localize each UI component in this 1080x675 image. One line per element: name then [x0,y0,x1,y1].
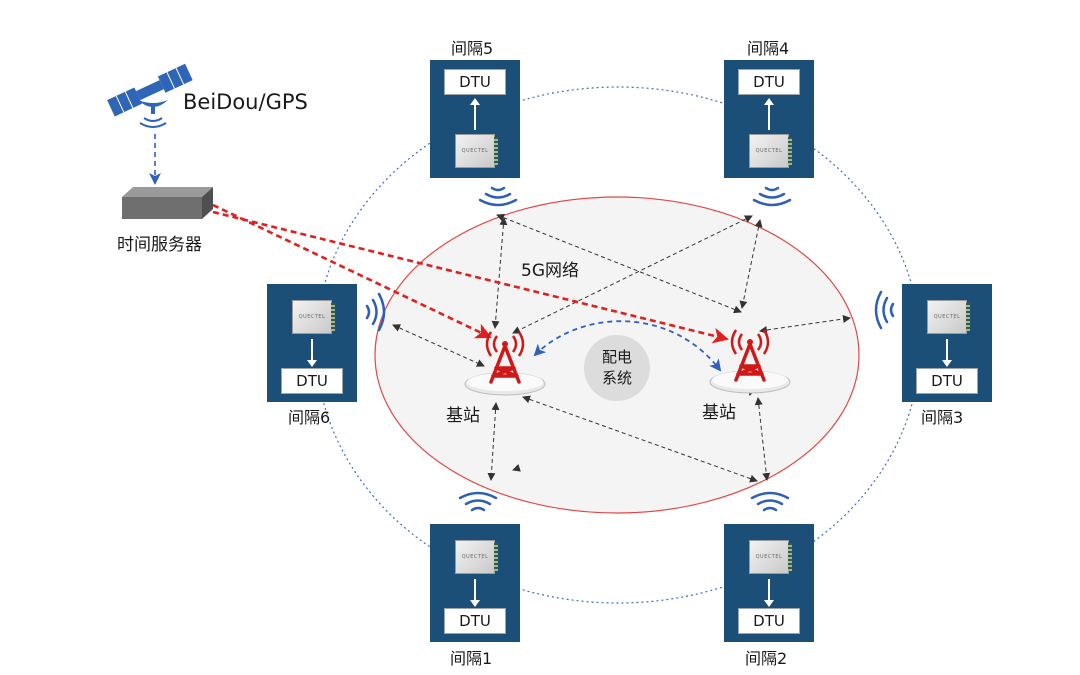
wave-icon [365,292,386,332]
wave-icon [750,491,790,512]
interval-label: 间隔1 [450,649,493,668]
satellite-icon [107,63,193,128]
cell-tower-icon [709,329,791,394]
dtu-box: DTU [281,368,343,394]
interval-label: 间隔3 [921,408,964,427]
satellite-label: BeiDou/GPS [183,90,308,114]
arrow-up-icon [764,98,774,130]
interval-3-box: QUECTEL DTU [902,284,992,402]
arrow-down-icon [942,339,952,367]
center-line1: 配电 [601,348,632,366]
dtu-box: DTU [444,608,506,634]
wave-icon [458,491,498,512]
module-chip-icon: QUECTEL [455,540,498,574]
module-chip-icon: QUECTEL [927,300,970,334]
network-label: 5G网络 [521,261,579,281]
module-chip-icon: QUECTEL [455,134,498,168]
wave-icon [874,290,895,330]
arrow-up-icon [470,98,480,130]
center-line2: 系统 [601,369,632,387]
arrow-down-icon [307,339,317,367]
dtu-box: DTU [444,69,506,95]
interval-6-box: QUECTEL DTU [267,284,357,402]
wave-icon [478,186,518,207]
dtu-box: DTU [738,69,800,95]
time-sync-links [212,203,729,344]
station-interlink [533,320,722,372]
interval-2-box: QUECTEL DTU [724,524,814,642]
distribution-system: 配电 系统 [584,335,650,401]
mesh-links [392,213,851,483]
time-server-label: 时间服务器 [117,235,202,255]
interval-5-box: DTU QUECTEL [430,60,520,178]
base-station-label: 基站 [702,403,736,423]
server-icon [122,187,213,219]
module-chip-icon: QUECTEL [749,134,792,168]
interval-label: 间隔4 [747,39,790,58]
arrow-down-icon [470,579,480,607]
wifi-waves [365,186,895,512]
interval-label: 间隔2 [745,649,788,668]
base-station-label: 基站 [446,406,480,426]
interval-label: 间隔6 [288,408,331,427]
cell-tower-icon [464,331,546,396]
interval-label: 间隔5 [451,39,494,58]
interval-1-box: QUECTEL DTU [430,524,520,642]
wave-icon [752,186,792,207]
module-chip-icon: QUECTEL [749,540,792,574]
arrow-down-icon [764,579,774,607]
dtu-box: DTU [738,608,800,634]
interval-4-box: DTU QUECTEL [724,60,814,178]
dtu-box: DTU [916,368,978,394]
module-chip-icon: QUECTEL [292,300,335,334]
